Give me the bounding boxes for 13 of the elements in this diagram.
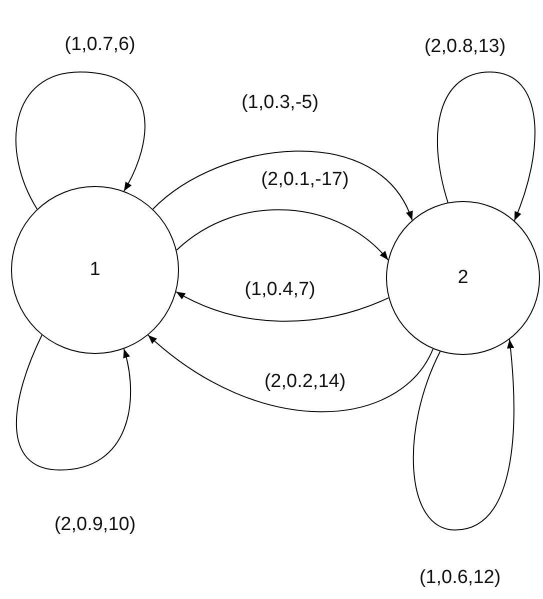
arrow (412, 338, 514, 530)
arrow (437, 72, 536, 222)
state-label: 2 (458, 267, 468, 289)
arrow (148, 334, 434, 412)
state-label: 1 (90, 259, 100, 281)
edge-label: (1,0.4,7) (242, 279, 318, 301)
edge-label: (1,0.7,6) (62, 34, 138, 56)
arrow (16, 72, 146, 210)
arrow (176, 210, 389, 261)
edge-label: (2,0.1,-17) (259, 169, 351, 191)
arrow (176, 291, 390, 322)
arrow (16, 334, 132, 470)
arrow (152, 150, 413, 221)
